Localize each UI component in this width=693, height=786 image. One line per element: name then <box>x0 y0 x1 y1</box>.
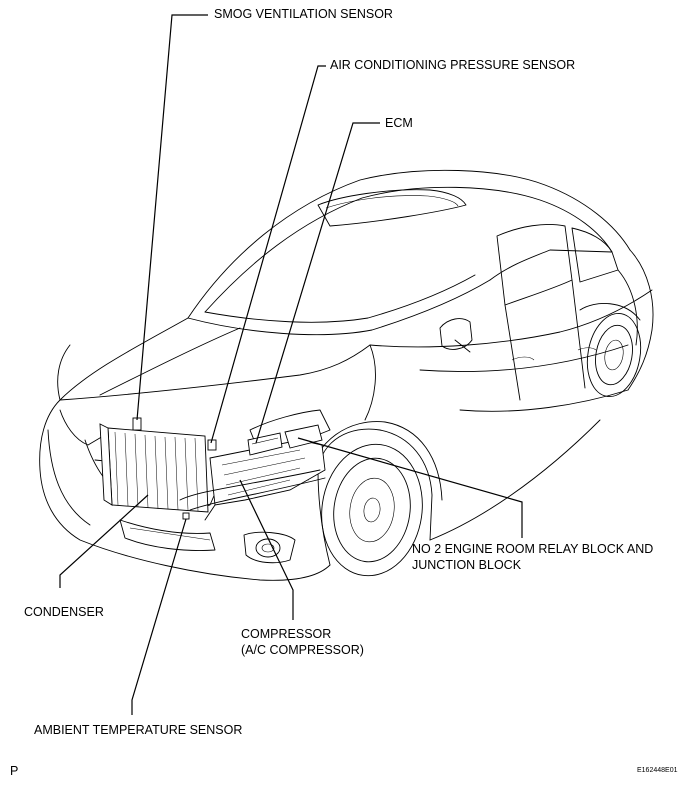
label-ecm: ECM <box>385 116 413 130</box>
leader-ecm <box>255 122 380 444</box>
label-relay-block-line2: JUNCTION BLOCK <box>412 558 522 572</box>
label-condenser: CONDENSER <box>24 605 104 619</box>
label-ambient-temperature-sensor: AMBIENT TEMPERATURE SENSOR <box>34 723 243 737</box>
figure-code: E162448E01 <box>637 767 678 774</box>
car-illustration <box>39 169 654 581</box>
leader-ambient-temperature-sensor <box>131 518 187 715</box>
engine-components <box>99 417 326 521</box>
leader-compressor <box>239 479 294 620</box>
leader-lines <box>59 14 523 715</box>
page-letter: P <box>10 764 19 778</box>
label-compressor-line1: COMPRESSOR <box>241 627 332 641</box>
label-relay-block-line1: NO 2 ENGINE ROOM RELAY BLOCK AND <box>412 542 654 556</box>
label-ac-pressure-sensor: AIR CONDITIONING PRESSURE SENSOR <box>330 58 576 72</box>
label-smog-ventilation-sensor: SMOG VENTILATION SENSOR <box>214 7 393 21</box>
label-compressor-line2: (A/C COMPRESSOR) <box>241 643 364 657</box>
leader-smog-ventilation-sensor <box>136 14 208 421</box>
leader-ac-pressure-sensor <box>210 65 326 444</box>
leader-condenser <box>59 494 149 588</box>
leader-relay-block <box>297 437 523 538</box>
